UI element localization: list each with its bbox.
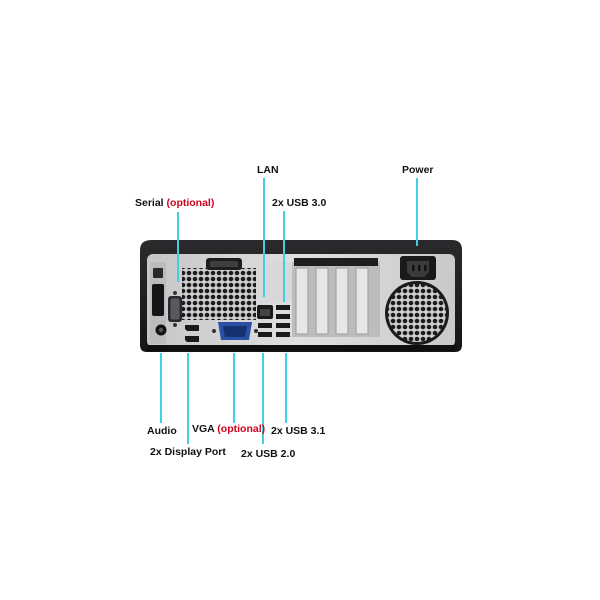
side-panel-slots — [150, 262, 166, 344]
power-socket-icon — [400, 256, 436, 280]
fan-grille-icon — [385, 281, 449, 345]
callout-line-lan — [263, 178, 265, 297]
serial-port-icon — [168, 291, 182, 327]
label-displayport: 2x Display Port — [150, 446, 226, 458]
label-lan: LAN — [257, 164, 279, 176]
label-usb31: 2x USB 3.1 — [271, 425, 326, 437]
audio-jack-icon — [155, 324, 167, 336]
label-usb20: 2x USB 2.0 — [241, 448, 296, 460]
label-vga: VGA (optional) — [192, 423, 265, 435]
label-serial: Serial (optional) — [135, 197, 214, 209]
callout-line-usb20 — [262, 353, 264, 444]
callout-line-serial — [177, 212, 179, 282]
left-vent-grille — [182, 268, 256, 320]
callout-line-usb30 — [283, 211, 285, 302]
label-audio: Audio — [147, 425, 177, 437]
label-usb30: 2x USB 3.0 — [272, 197, 327, 209]
callout-line-vga — [233, 353, 235, 423]
callout-line-displayport — [187, 353, 189, 444]
usb-ports-icon — [258, 305, 290, 337]
serial-text: Serial — [135, 197, 164, 209]
label-power: Power — [402, 164, 434, 176]
vga-text: VGA — [192, 423, 215, 435]
callout-line-power — [416, 178, 418, 246]
expansion-slots — [262, 258, 380, 337]
callout-line-audio — [160, 353, 162, 423]
top-connector — [206, 258, 242, 270]
callout-line-usb31 — [285, 353, 287, 423]
vga-port-icon — [212, 322, 258, 340]
vga-optional-tag: (optional) — [217, 423, 266, 435]
lan-port-icon — [257, 305, 273, 319]
displayport-icon — [185, 325, 199, 342]
serial-optional-tag: (optional) — [166, 197, 215, 209]
